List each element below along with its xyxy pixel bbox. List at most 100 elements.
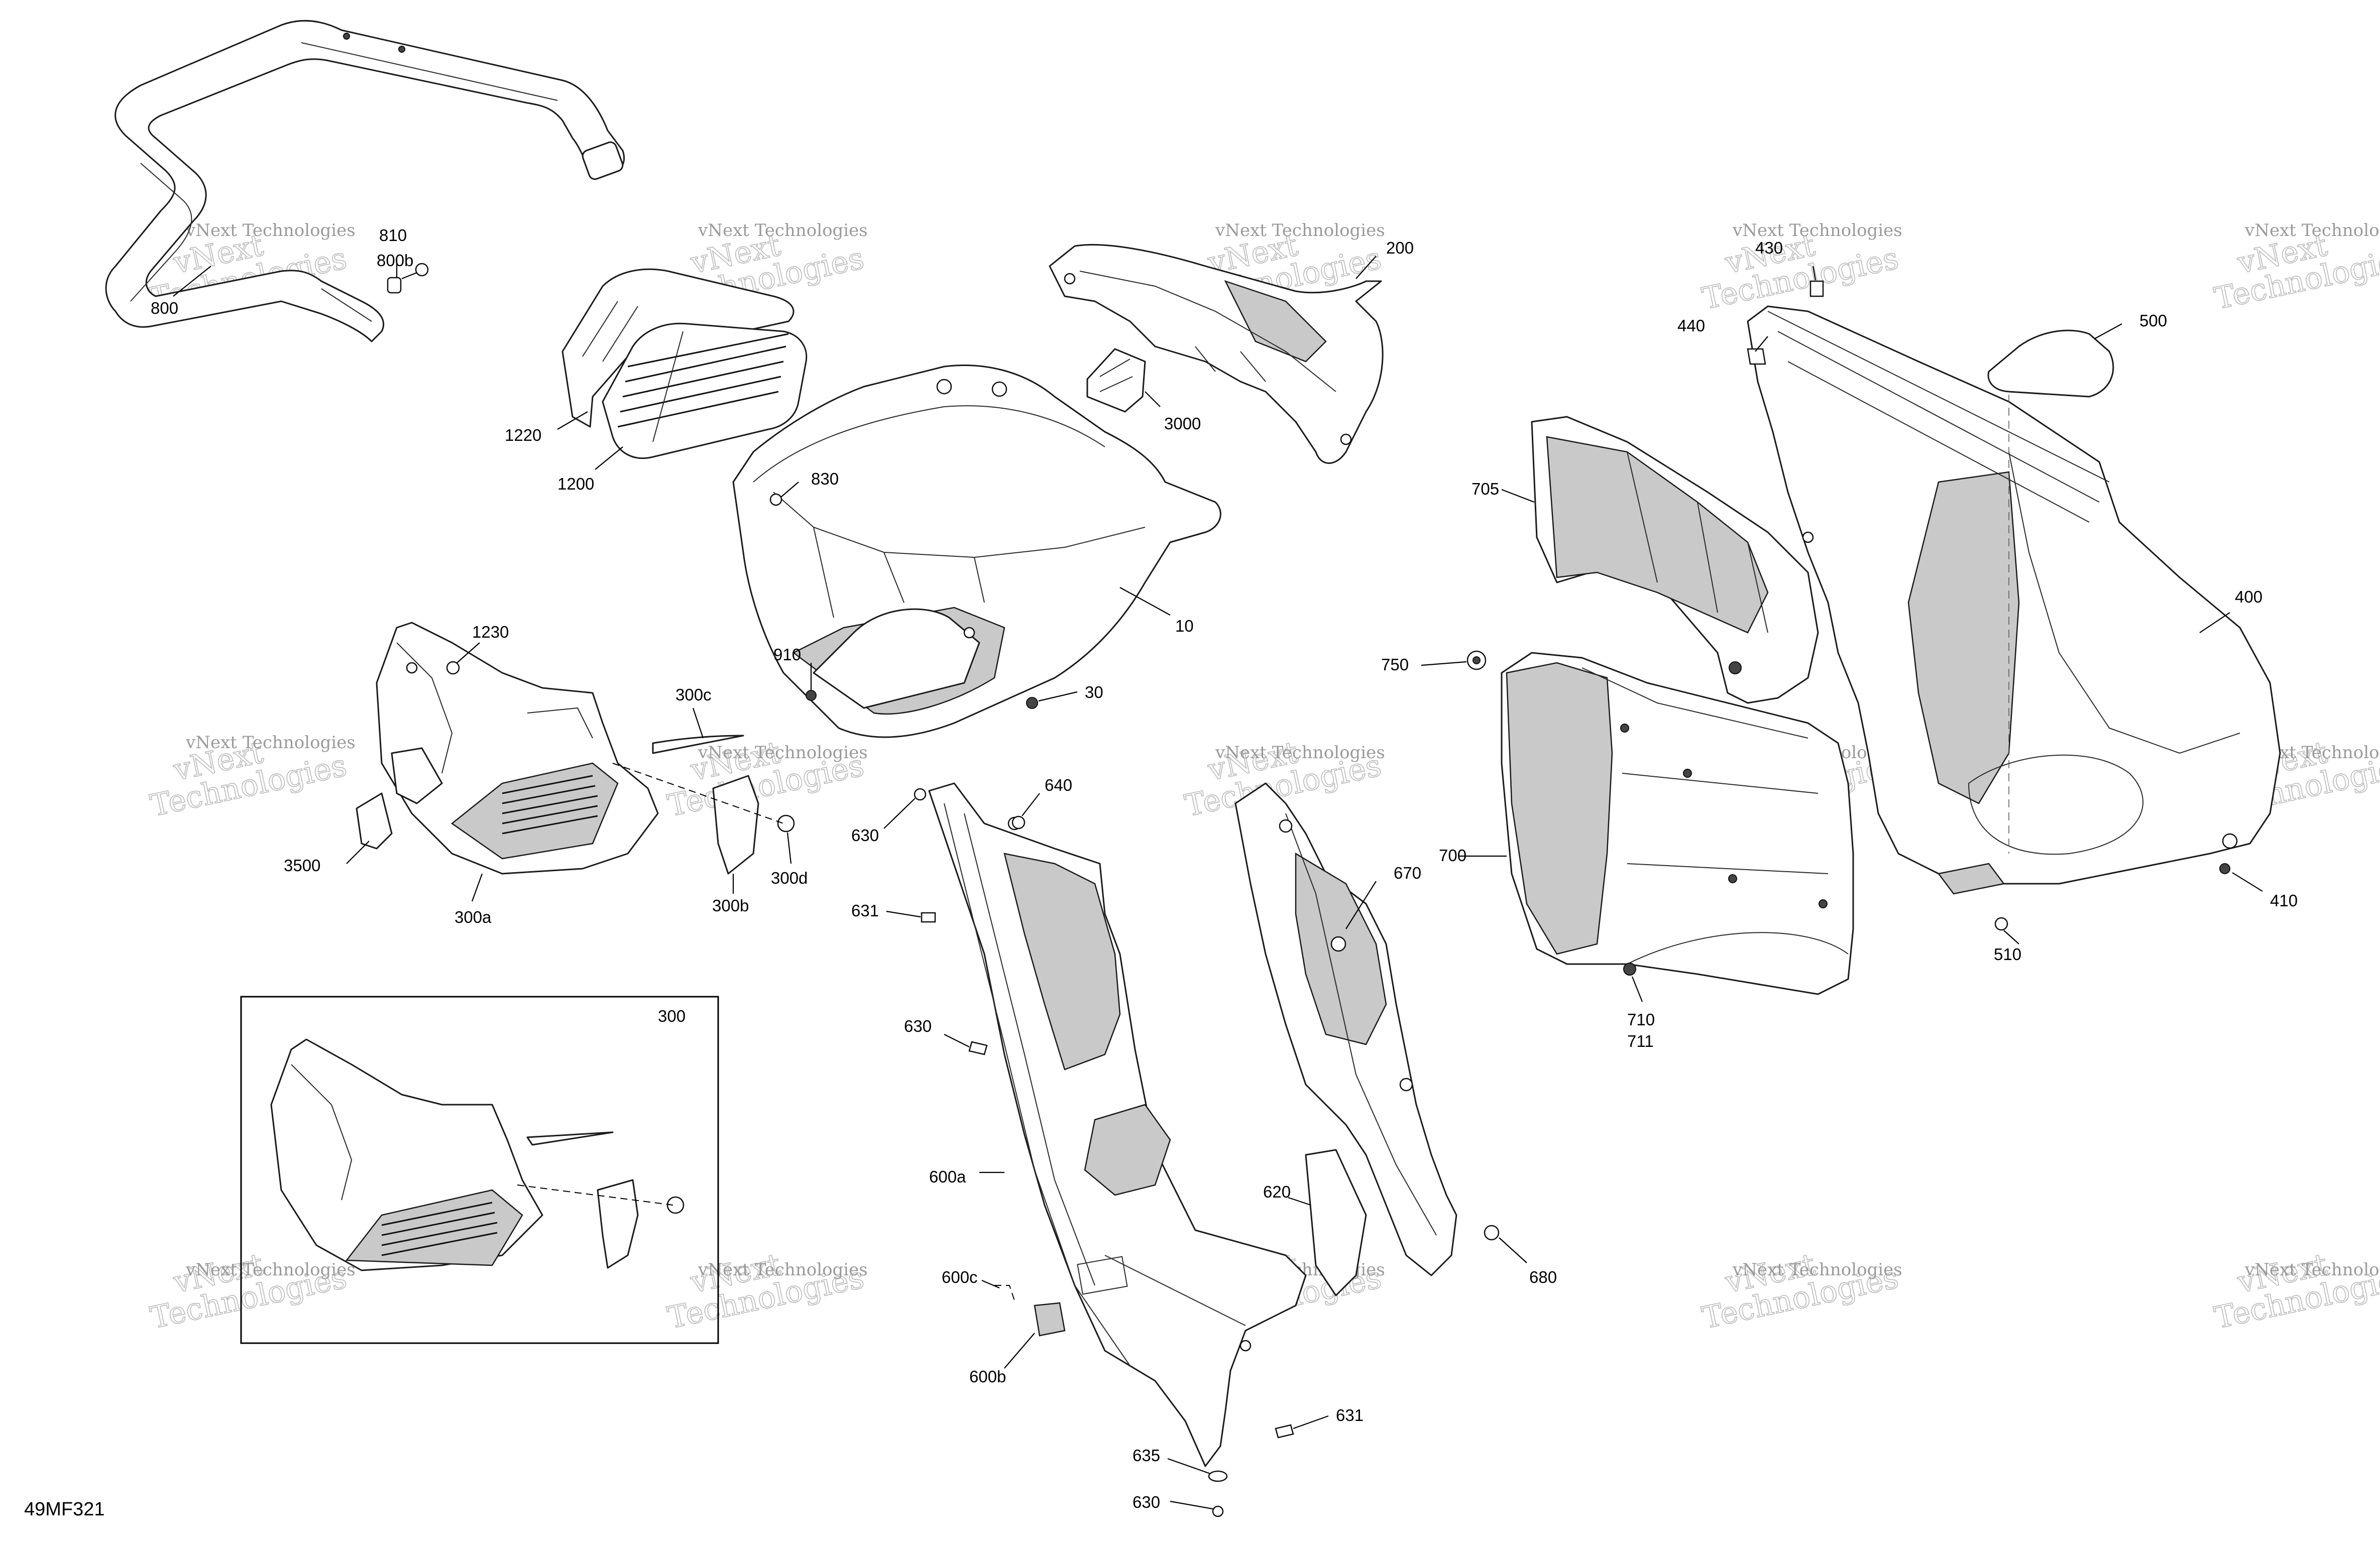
- part-700-side-liner[interactable]: [1501, 652, 1854, 995]
- part-620-670-inner-panel[interactable]: [1234, 782, 1457, 1296]
- part-400-floor-liner[interactable]: [1747, 305, 2281, 895]
- callout-631-top: 631: [851, 901, 879, 920]
- fastener-750[interactable]: [1466, 650, 1487, 670]
- callout-410: 410: [2270, 891, 2298, 910]
- fastener-1230[interactable]: [446, 661, 460, 675]
- callout-631-bottom: 631: [1336, 1406, 1364, 1425]
- callout-600b: 600b: [969, 1367, 1006, 1386]
- fastener-630-mid[interactable]: [968, 1041, 988, 1055]
- part-200-upper-panel[interactable]: [1049, 244, 1384, 464]
- callout-500: 500: [2139, 311, 2167, 330]
- part-600a-side-panel[interactable]: [928, 782, 1307, 1467]
- callout-680: 680: [1529, 1268, 1557, 1286]
- watermark-caption: vNext Technologies: [1215, 220, 1385, 241]
- fastener-630-top[interactable]: [914, 788, 927, 801]
- callout-300d: 300d: [771, 869, 808, 887]
- part-3500-insert[interactable]: [356, 792, 393, 850]
- callout-440: 440: [1677, 316, 1705, 335]
- part-300b-cover[interactable]: [712, 775, 759, 875]
- callout-200: 200: [1386, 239, 1414, 257]
- callout-705: 705: [1471, 480, 1499, 498]
- callout-810: 810: [379, 226, 407, 245]
- callout-30: 30: [1085, 683, 1103, 701]
- part-600c-clip[interactable]: [994, 1285, 1015, 1301]
- callout-635: 635: [1132, 1446, 1160, 1465]
- fastener-630-bottom[interactable]: [1212, 1505, 1224, 1517]
- assembly-line: [612, 763, 784, 824]
- callout-510: 510: [1994, 945, 2021, 964]
- callout-910: 910: [773, 645, 801, 664]
- callout-3500: 3500: [284, 856, 320, 875]
- callout-800: 800: [151, 299, 178, 317]
- callout-300b: 300b: [712, 896, 749, 915]
- part-705-side-insert[interactable]: [1531, 416, 1819, 704]
- callout-3000: 3000: [1164, 414, 1201, 433]
- callout-1200: 1200: [557, 474, 594, 493]
- callout-830: 830: [811, 469, 839, 488]
- fastener-830[interactable]: [769, 493, 782, 506]
- fastener-635[interactable]: [1208, 1470, 1228, 1482]
- watermark: vNext Technologies: [2211, 1247, 2380, 1337]
- callout-1220: 1220: [505, 426, 541, 444]
- callout-300c: 300c: [675, 685, 712, 704]
- fastener-800b[interactable]: [387, 277, 402, 294]
- fastener-30[interactable]: [1026, 697, 1038, 709]
- callout-300a: 300a: [455, 908, 492, 926]
- part-3000-bracket[interactable]: [1086, 348, 1146, 413]
- fastener-300d[interactable]: [777, 814, 795, 833]
- watermark-caption: vNext Technologies: [1732, 220, 1902, 241]
- watermark-caption: vNext Technologies: [698, 743, 868, 763]
- callout-400: 400: [2235, 587, 2262, 606]
- watermark: vNext Technologies: [664, 735, 868, 824]
- watermark-caption: vNext Technologies: [185, 220, 356, 241]
- callout-300: 300: [658, 1007, 686, 1025]
- fastener-640[interactable]: [1011, 815, 1026, 829]
- watermark-caption: vNext Technologies: [185, 733, 356, 753]
- callout-711: 711: [1627, 1032, 1654, 1050]
- watermark-caption: vNext Technologies: [1732, 1260, 1902, 1280]
- part-500-patch[interactable]: [1987, 329, 2114, 398]
- watermark: vNext Technologies: [1699, 1247, 1902, 1337]
- watermark-caption: vNext Technologies: [2244, 220, 2380, 241]
- callout-750: 750: [1381, 655, 1409, 674]
- callout-labels: 800 800b 810 1220 1200 830 10 910 30 300…: [151, 226, 2298, 1511]
- watermark-caption: vNext Technologies: [698, 220, 868, 241]
- fastener-680[interactable]: [1484, 1225, 1500, 1241]
- inset-frame: [240, 996, 719, 1344]
- watermark: vNext Technologies: [664, 1247, 868, 1337]
- fastener-430[interactable]: [1809, 280, 1824, 297]
- callout-430: 430: [1755, 239, 1783, 257]
- fastener-710[interactable]: [1623, 963, 1636, 976]
- fastener-410[interactable]: [2219, 863, 2230, 874]
- part-1200-grille[interactable]: [602, 322, 808, 459]
- callout-640: 640: [1045, 776, 1072, 794]
- fastener-440[interactable]: [1747, 348, 1766, 365]
- fastener-631-top[interactable]: [921, 912, 936, 923]
- leader-lines: [173, 256, 2263, 1510]
- callout-670: 670: [1394, 864, 1421, 882]
- part-1220-grille-frame[interactable]: [561, 268, 795, 428]
- callout-700: 700: [1439, 846, 1466, 865]
- callout-600c: 600c: [942, 1268, 978, 1286]
- fastener-631-bottom[interactable]: [1275, 1424, 1294, 1439]
- part-300a-lower-housing[interactable]: [376, 622, 659, 875]
- callout-1230: 1230: [472, 623, 509, 641]
- fastener-810[interactable]: [401, 263, 429, 280]
- inset-300-assembly: [240, 996, 719, 1344]
- part-300c-trim[interactable]: [652, 735, 744, 754]
- part-800-grab-handle[interactable]: [105, 20, 625, 342]
- watermark-caption: vNext Technologies: [2244, 1260, 2380, 1280]
- callout-10: 10: [1175, 617, 1194, 635]
- callout-630-top: 630: [851, 826, 879, 845]
- watermark-caption: vNext Technologies: [1215, 743, 1385, 763]
- callout-710: 710: [1627, 1010, 1655, 1029]
- watermark-caption: vNext Technologies: [185, 1260, 356, 1280]
- fastener-510[interactable]: [1994, 917, 2008, 931]
- part-10-front-storage-bin[interactable]: [732, 365, 1221, 738]
- watermark-caption: vNext Technologies: [698, 1260, 868, 1280]
- part-600b-pad[interactable]: [1034, 1302, 1066, 1337]
- callout-620: 620: [1263, 1182, 1291, 1201]
- callout-600a: 600a: [929, 1167, 966, 1186]
- fastener-910[interactable]: [806, 690, 817, 701]
